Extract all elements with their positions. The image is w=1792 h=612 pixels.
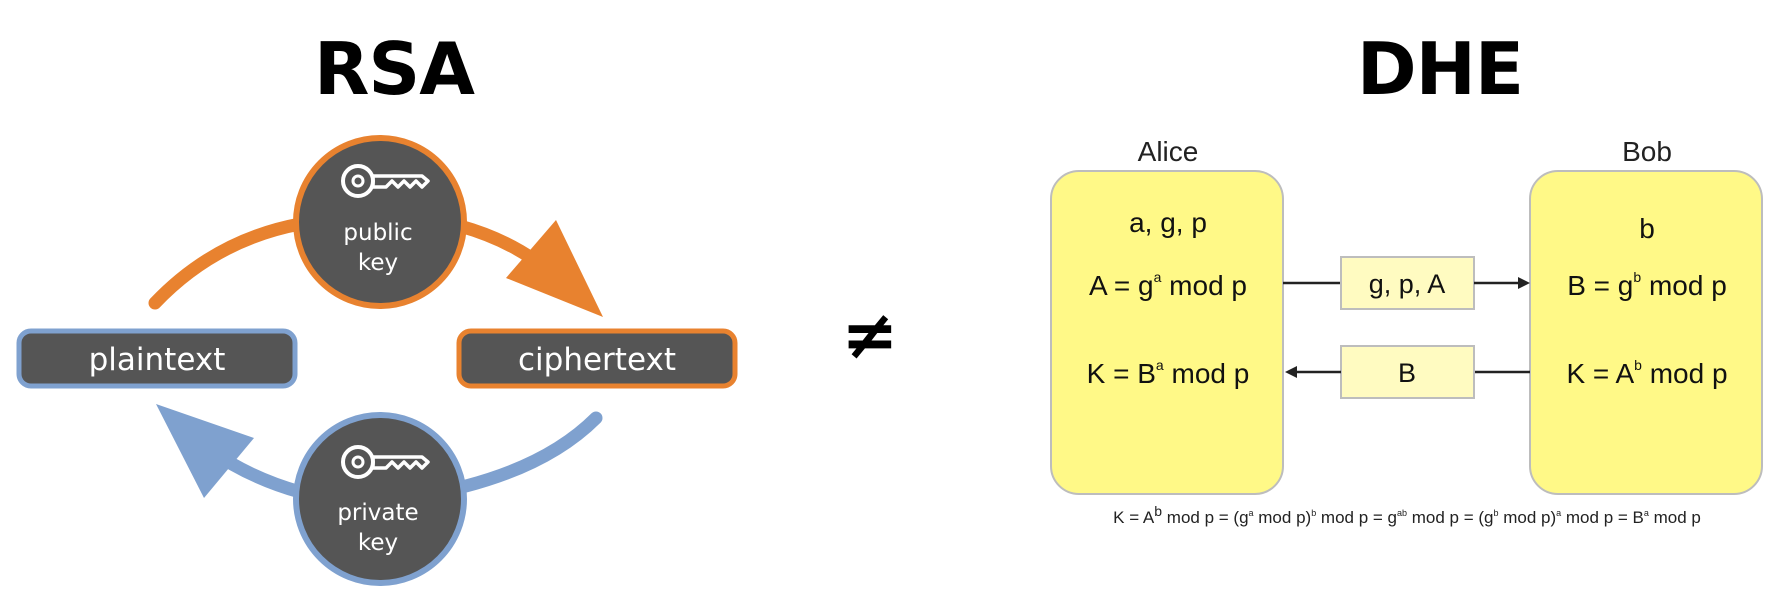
public-key-label-1: public <box>343 220 412 246</box>
message-to-alice: B <box>1398 358 1416 388</box>
alice-box <box>1050 170 1284 495</box>
plaintext-label: plaintext <box>89 342 226 378</box>
private-key-node: private key <box>293 412 467 586</box>
message-to-bob: g, p, A <box>1369 269 1446 299</box>
decrypt-arrowhead <box>156 404 254 498</box>
alice-shared-equation: K = Ba mod p <box>1087 357 1250 389</box>
shared-key-proof: K = Ab mod p = (ga mod p)b mod p = gab m… <box>1113 503 1701 527</box>
rsa-diagram: public key private key plaintext ciphert… <box>16 135 738 586</box>
rsa-title: RSA <box>313 27 475 111</box>
alice-name: Alice <box>1138 136 1199 167</box>
arrow-to-bob-head <box>1518 277 1530 289</box>
encrypt-arrowhead <box>506 220 603 317</box>
arrow-to-alice-head <box>1285 366 1297 378</box>
private-key-label-2: key <box>358 530 398 556</box>
bob-public-equation: B = gb mod p <box>1567 269 1727 301</box>
encrypt-arc <box>148 217 307 310</box>
private-key-label-1: private <box>337 500 418 526</box>
alice-secrets: a, g, p <box>1129 207 1207 238</box>
decrypt-arc <box>459 411 603 493</box>
bob-box <box>1529 170 1763 495</box>
bob-secrets: b <box>1639 213 1655 244</box>
public-key-node: public key <box>293 135 467 309</box>
alice-public-equation: A = ga mod p <box>1089 269 1247 301</box>
not-equal-sign: ≠ <box>841 296 899 375</box>
plaintext-pill: plaintext <box>16 328 298 389</box>
public-key-label-2: key <box>358 250 398 276</box>
bob-name: Bob <box>1622 136 1672 167</box>
dhe-diagram: Alice Bob a, g, p A = ga mod p K = Ba mo… <box>1050 136 1763 527</box>
ciphertext-pill: ciphertext <box>456 328 738 389</box>
dhe-title: DHE <box>1356 27 1524 111</box>
bob-shared-equation: K = Ab mod p <box>1566 357 1727 389</box>
ciphertext-label: ciphertext <box>518 342 676 378</box>
